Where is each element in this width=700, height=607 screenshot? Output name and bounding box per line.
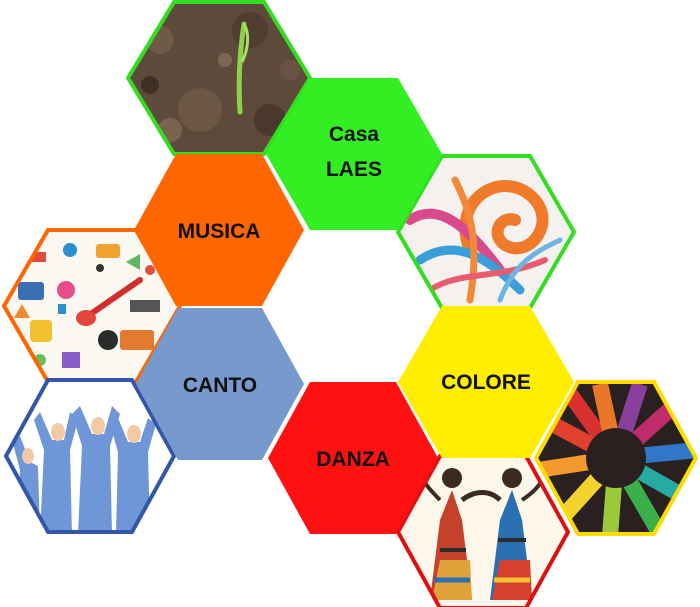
soil-sprout-image xyxy=(125,0,313,156)
hex-canto: CANTO xyxy=(136,308,304,460)
hex-casa-laes: Casa LAES xyxy=(266,78,442,230)
canto-label: CANTO xyxy=(183,374,257,397)
colored-pencils-image xyxy=(533,380,699,536)
hex-musica: MUSICA xyxy=(134,154,304,306)
hex-colore: COLORE xyxy=(398,306,574,458)
colore-label: COLORE xyxy=(441,371,531,394)
casa-line-1: Casa xyxy=(329,123,380,146)
danza-label: DANZA xyxy=(316,448,390,471)
casa-line-2: LAES xyxy=(326,158,382,181)
hex-danza: DANZA xyxy=(268,382,438,534)
musica-label: MUSICA xyxy=(178,220,261,243)
